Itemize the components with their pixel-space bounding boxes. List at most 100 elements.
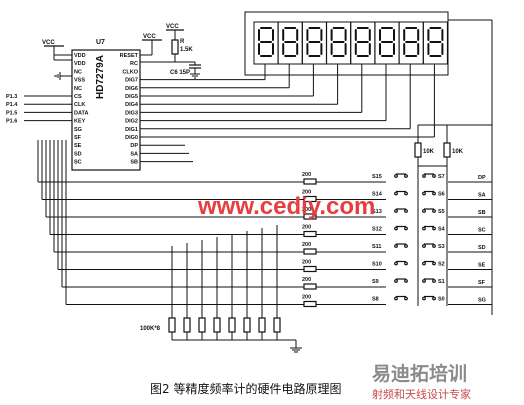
seven-seg-digit-6 (398, 21, 424, 65)
segment-line-1: SA (478, 193, 486, 199)
switch-right-2: S5 (438, 209, 445, 215)
pin-right-2: CLKO (122, 69, 138, 75)
segment-line-2: SB (478, 210, 486, 216)
pin-left-11: SE (74, 143, 82, 149)
port-label-0: P1.3 (6, 94, 17, 100)
pin-right-3: DIG7 (125, 78, 138, 84)
svg-text:=: = (54, 74, 57, 80)
pin-left-10: SF (74, 135, 82, 141)
key-res-label-2: 200 (302, 207, 311, 213)
seven-seg-digit-7 (422, 21, 448, 65)
port-label-3: P1.6 (6, 119, 17, 125)
pin-left-8: KEY (74, 119, 86, 125)
switch-right-3: S4 (438, 227, 446, 233)
figure-caption: 图2 等精度频率计的硬件电路原理图 (150, 381, 341, 396)
pin-right-10: DIG0 (125, 135, 138, 141)
pin-right-0: RESET (120, 53, 139, 59)
key-res-label-4: 200 (302, 242, 311, 248)
c6-label: C6 15P (170, 70, 190, 76)
pulldown-resistor-5 (243, 317, 251, 333)
pin-left-4: NC (74, 86, 82, 92)
chip-body (71, 49, 141, 171)
vcc-right-label: VCC (143, 34, 156, 40)
left-power: VCC = (42, 40, 72, 80)
pin-right-5: DIG5 (125, 94, 138, 100)
watermark-brand-sub: 射频和天线设计专家 (372, 387, 471, 401)
pin-left-1: VDD (74, 61, 86, 67)
switch-left-7: S8 (372, 297, 379, 303)
key-res-label-7: 200 (302, 295, 311, 301)
segment-line-0: DP (478, 175, 486, 181)
pin-left-13: SC (74, 160, 82, 166)
pin-right-4: DIG6 (125, 86, 138, 92)
r-value: 1.5K (180, 47, 193, 53)
pin-left-9: SG (74, 127, 82, 133)
switch-right-4: S3 (438, 244, 445, 250)
port-label-2: P1.5 (6, 110, 17, 116)
pin-right-9: DIG1 (125, 127, 138, 133)
pulldown-resistor-2 (198, 317, 206, 333)
hd7279a-chip: U7 HD7279A VDDVDDNCVSSNCCSCLKDATAKEYSGSF… (71, 39, 141, 171)
watermark-brand: 易迪拓培训 (372, 362, 467, 385)
pin-right-7: DIG3 (125, 110, 138, 116)
seven-seg-digit-0 (253, 21, 279, 65)
seven-segment-display-group (244, 11, 493, 315)
switch-right-6: S1 (438, 279, 445, 285)
watermark: www.cediy.com 易迪拓培训 射频和天线设计专家 (197, 193, 522, 402)
switch-left-3: S12 (372, 227, 382, 233)
switch-right-7: S0 (438, 297, 445, 303)
watermark-url: www.cediy.com (197, 193, 375, 220)
pullup-resistors: 10K 10K (414, 124, 492, 167)
key-res-label-5: 200 (302, 260, 311, 266)
pin-left-5: CS (74, 94, 82, 100)
pullup-2-label: 10K (452, 149, 464, 155)
segment-line-7: SG (478, 298, 486, 304)
switch-right-1: S6 (438, 192, 445, 198)
pulldown-resistor-3 (213, 317, 221, 333)
switch-left-5: S10 (372, 262, 382, 268)
pulldown-resistor-1 (183, 317, 191, 333)
switch-left-2: S13 (372, 209, 382, 215)
vcc-left-label: VCC (42, 40, 55, 46)
mcu-port-labels: P1.3P1.4P1.5P1.6 (6, 94, 72, 125)
key-res-label-1: 200 (302, 190, 311, 196)
vcc-rc-label: VCC (166, 24, 179, 30)
pin-right-13: SB (130, 160, 138, 166)
switch-left-1: S14 (372, 192, 383, 198)
pin-right-11: DP (130, 143, 138, 149)
key-res-label-0: 200 (302, 172, 311, 178)
pin-left-6: CLK (74, 102, 85, 108)
pin-left-0: VDD (74, 53, 86, 59)
pin-left-7: DATA (74, 110, 88, 116)
segment-line-4: SD (478, 245, 486, 251)
pulldown-resistor-bank: 100K*8 (140, 225, 302, 353)
seven-seg-digit-5 (374, 21, 400, 65)
segment-line-5: SE (478, 263, 486, 269)
pulldown-resistor-7 (273, 317, 281, 333)
key-res-label-3: 200 (302, 225, 311, 231)
seven-seg-digit-4 (350, 21, 376, 65)
pin-right-6: DIG4 (125, 102, 139, 108)
switch-left-4: S11 (372, 244, 381, 250)
segment-line-3: SC (478, 228, 486, 234)
pulldown-resistor-0 (168, 317, 176, 333)
r-label: R (180, 39, 185, 45)
pin-right-8: DIG2 (125, 119, 138, 125)
pulldown-resistor-6 (258, 317, 266, 333)
display-frame (244, 11, 449, 76)
rc-resistor (171, 39, 179, 55)
chip-ref: U7 (96, 39, 105, 46)
key-res-label-6: 200 (302, 277, 311, 283)
pullup-1-label: 10K (423, 149, 435, 155)
